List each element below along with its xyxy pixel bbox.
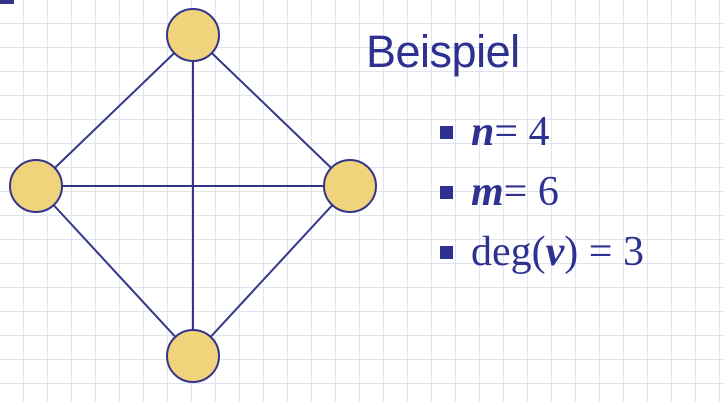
bullet-text: ) = 3 bbox=[564, 229, 644, 275]
graph-edge-right-bottom bbox=[192, 185, 351, 357]
graph-vertex-bottom bbox=[166, 329, 220, 383]
edge-mark bbox=[0, 0, 14, 4]
bullet-variable: m bbox=[471, 169, 504, 215]
bullet-variable: n bbox=[471, 109, 495, 155]
bullet-item: m = 6 bbox=[440, 162, 644, 222]
square-bullet-icon bbox=[440, 125, 453, 139]
bullet-text: = 6 bbox=[503, 169, 559, 215]
graph-edge-left-bottom bbox=[35, 185, 194, 357]
graph-vertex-right bbox=[323, 159, 377, 213]
bullet-item: n = 4 bbox=[440, 102, 644, 162]
graph-vertex-left bbox=[9, 159, 63, 213]
square-bullet-icon bbox=[440, 185, 453, 199]
graph-edge-top-right bbox=[192, 34, 351, 187]
bullet-list: n = 4 m = 6 deg( v ) = 3 bbox=[440, 102, 644, 282]
bullet-item: deg( v ) = 3 bbox=[440, 222, 644, 282]
slide-title: Beispiel bbox=[366, 26, 520, 77]
square-bullet-icon bbox=[440, 245, 453, 259]
bullet-text: deg( bbox=[471, 229, 546, 275]
graph-vertex-top bbox=[166, 8, 220, 62]
bullet-text: = 4 bbox=[494, 109, 550, 155]
graph-edges bbox=[35, 34, 351, 357]
graph-diagram bbox=[9, 8, 377, 383]
graph-edge-top-left bbox=[35, 34, 194, 187]
graph-vertices bbox=[9, 8, 377, 383]
bullet-variable: v bbox=[545, 229, 565, 275]
